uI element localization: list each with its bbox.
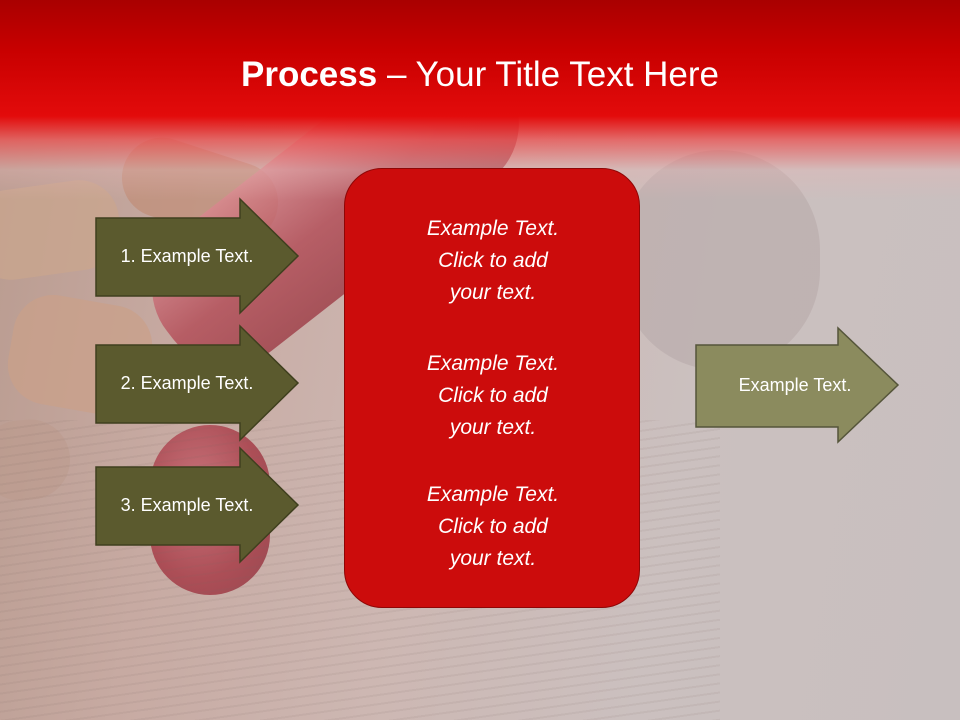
arrow-label: Example Text. — [738, 374, 852, 395]
arrow-shape — [95, 324, 300, 442]
text-line: your text. — [449, 547, 537, 570]
text-line: Example Text. — [426, 217, 560, 240]
text-line: Example Text. — [426, 483, 560, 506]
process-arrow-1[interactable]: 1. Example Text. — [95, 197, 300, 315]
text-block-2: Example Text. Click to add your text. — [345, 348, 641, 444]
process-arrow-3[interactable]: 3. Example Text. — [95, 446, 300, 564]
text-line: Click to add — [438, 515, 548, 538]
title-bold-part: Process — [241, 55, 378, 94]
text-line: your text. — [449, 281, 537, 304]
title-band — [0, 0, 960, 200]
text-line: your text. — [449, 416, 537, 439]
text-line: Example Text. — [426, 352, 560, 375]
text-line: Click to add — [438, 384, 548, 407]
text-block-1: Example Text. Click to add your text. — [345, 213, 641, 309]
arrow-label: 2. Example Text. — [120, 372, 254, 393]
arrow-shape — [95, 197, 300, 315]
arrow-shape — [95, 446, 300, 564]
text-line: Click to add — [438, 249, 548, 272]
center-text-box[interactable]: Example Text. Click to add your text. Ex… — [344, 168, 640, 608]
arrow-label: 3. Example Text. — [120, 494, 254, 515]
title-rest-part: – Your Title Text Here — [377, 55, 719, 94]
text-block-3: Example Text. Click to add your text. — [345, 479, 641, 575]
process-arrow-2[interactable]: 2. Example Text. — [95, 324, 300, 442]
result-arrow[interactable]: Example Text. — [695, 326, 900, 444]
arrow-label: 1. Example Text. — [120, 245, 254, 266]
arrow-shape — [695, 326, 900, 444]
slide-title[interactable]: Process – Your Title Text Here — [0, 52, 960, 98]
